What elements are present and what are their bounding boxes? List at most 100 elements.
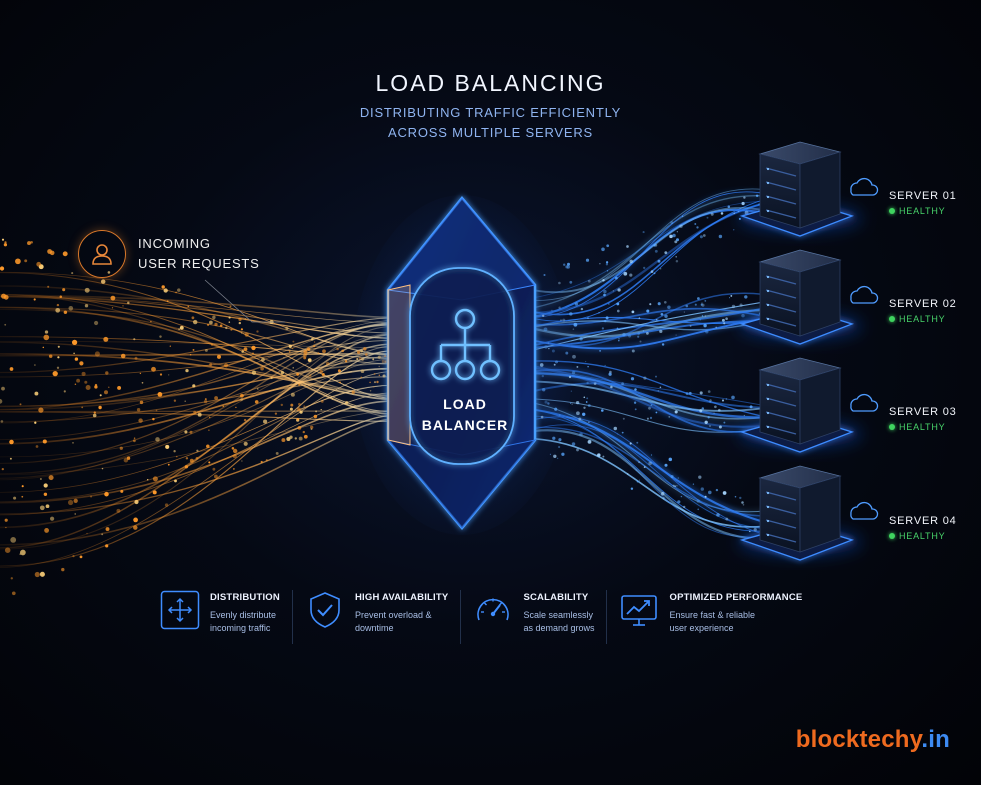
incoming-particle xyxy=(36,261,42,267)
server-2 xyxy=(738,249,879,345)
incoming-particle xyxy=(24,259,28,263)
incoming-particle xyxy=(1,386,5,391)
incoming-particle xyxy=(270,376,273,380)
incoming-stream-line xyxy=(0,295,393,334)
incoming-particle xyxy=(263,419,268,424)
feature-desc-line-2: user experience xyxy=(669,623,734,633)
incoming-particle xyxy=(134,499,139,505)
outgoing-particle xyxy=(723,322,726,325)
incoming-particle xyxy=(243,441,248,446)
incoming-particle xyxy=(228,321,231,323)
incoming-particle xyxy=(206,444,210,448)
incoming-particle xyxy=(339,381,341,384)
outgoing-particle xyxy=(657,259,661,263)
incoming-particle xyxy=(33,298,36,301)
incoming-particle xyxy=(139,400,144,405)
outgoing-stream-line xyxy=(534,197,771,322)
incoming-particle xyxy=(195,456,199,460)
incoming-particle xyxy=(275,451,279,455)
incoming-particle xyxy=(222,405,224,407)
incoming-particle xyxy=(79,555,83,559)
incoming-particle xyxy=(319,369,323,374)
server-rack-slot xyxy=(765,411,797,421)
incoming-particle xyxy=(9,457,12,460)
incoming-particle xyxy=(98,405,102,410)
incoming-particle xyxy=(209,320,213,325)
incoming-particle xyxy=(56,366,60,369)
incoming-particle xyxy=(203,399,208,404)
brand-domain: .in xyxy=(921,726,950,753)
server-rack-slot xyxy=(765,425,797,435)
incoming-particle xyxy=(214,474,218,479)
incoming-particle xyxy=(104,491,109,497)
outgoing-particle xyxy=(662,497,665,500)
incoming-particle xyxy=(321,372,325,377)
incoming-particle xyxy=(286,436,291,442)
incoming-particle xyxy=(105,544,109,548)
incoming-particle xyxy=(0,420,4,423)
outgoing-particle xyxy=(629,259,633,264)
incoming-particle xyxy=(241,350,245,353)
incoming-particle xyxy=(57,356,60,359)
outgoing-particle xyxy=(605,316,609,320)
hierarchy-network-icon xyxy=(430,308,501,381)
incoming-particle xyxy=(208,429,210,431)
server-rack-slot xyxy=(765,383,797,393)
incoming-particle xyxy=(94,385,98,389)
outgoing-particle xyxy=(573,322,578,327)
incoming-particle xyxy=(289,407,293,411)
incoming-line-2: USER REQUESTS xyxy=(138,256,260,271)
outgoing-particle xyxy=(646,309,650,313)
incoming-stream-line xyxy=(0,418,393,546)
incoming-particle xyxy=(93,411,96,414)
incoming-particle xyxy=(192,384,196,388)
outgoing-particle xyxy=(604,364,606,366)
outgoing-particle xyxy=(696,499,700,503)
user-icon xyxy=(78,230,126,278)
outgoing-particle xyxy=(631,310,635,314)
incoming-particle xyxy=(42,346,45,349)
incoming-particle xyxy=(261,357,265,362)
incoming-particle xyxy=(81,371,86,376)
incoming-particle xyxy=(73,498,78,503)
feature-optimized-performance: OPTIMIZED PERFORMANCE Ensure fast & reli… xyxy=(619,590,814,644)
incoming-particle xyxy=(4,518,8,522)
incoming-particle xyxy=(13,496,17,500)
incoming-particle xyxy=(133,338,136,341)
outgoing-particle xyxy=(694,303,697,306)
incoming-particle xyxy=(74,513,76,515)
outgoing-particle xyxy=(734,495,737,498)
server-1 xyxy=(738,141,879,237)
incoming-particle xyxy=(341,349,345,353)
incoming-particle xyxy=(184,400,186,402)
outgoing-particle xyxy=(749,530,751,533)
incoming-particle xyxy=(315,410,318,413)
server-led xyxy=(766,383,770,387)
incoming-particle xyxy=(43,334,50,341)
outgoing-particle xyxy=(583,406,586,409)
incoming-particle xyxy=(59,295,63,299)
outgoing-particle xyxy=(603,289,607,294)
incoming-particle xyxy=(63,310,68,315)
incoming-particle xyxy=(184,430,188,434)
outgoing-particle xyxy=(585,401,588,403)
feature-scalability: SCALABILITY Scale seamlessly as demand g… xyxy=(473,590,608,644)
incoming-particle xyxy=(67,499,74,506)
incoming-particle xyxy=(179,325,184,330)
outgoing-particle xyxy=(615,276,618,280)
incoming-particle xyxy=(231,447,235,450)
incoming-particle xyxy=(256,330,259,333)
incoming-particle xyxy=(164,503,169,507)
outgoing-particle xyxy=(660,312,664,316)
outgoing-particle xyxy=(569,312,573,316)
outgoing-particle xyxy=(670,221,674,225)
outgoing-particle xyxy=(746,207,749,209)
incoming-particle xyxy=(81,406,84,409)
outgoing-particle xyxy=(744,295,748,299)
outgoing-particle xyxy=(721,399,725,402)
incoming-particle xyxy=(292,340,295,343)
feature-title: DISTRIBUTION xyxy=(210,592,280,603)
outgoing-particle xyxy=(720,212,724,215)
outgoing-particle xyxy=(706,216,709,219)
